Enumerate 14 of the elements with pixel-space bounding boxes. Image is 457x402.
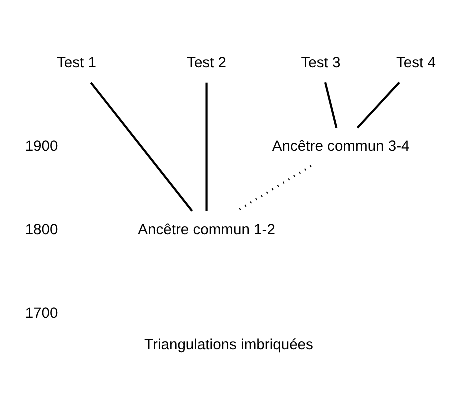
node-text: Ancêtre commun 1-2 [138,222,275,239]
node-text: Ancêtre commun 3-4 [272,138,410,155]
connector [324,82,338,128]
node-text: Test 2 [186,55,226,72]
label: 1700 [24,306,58,322]
node-text: Test 3 [300,55,340,72]
connector [205,82,208,212]
label: 1800 [24,222,58,239]
caption: Triangulations imbriquées [144,337,313,354]
connector [90,82,193,212]
connector [356,82,400,129]
node-text: Test 1 [56,55,96,72]
label: 1900 [24,138,58,155]
node-text: Test 4 [396,55,436,72]
